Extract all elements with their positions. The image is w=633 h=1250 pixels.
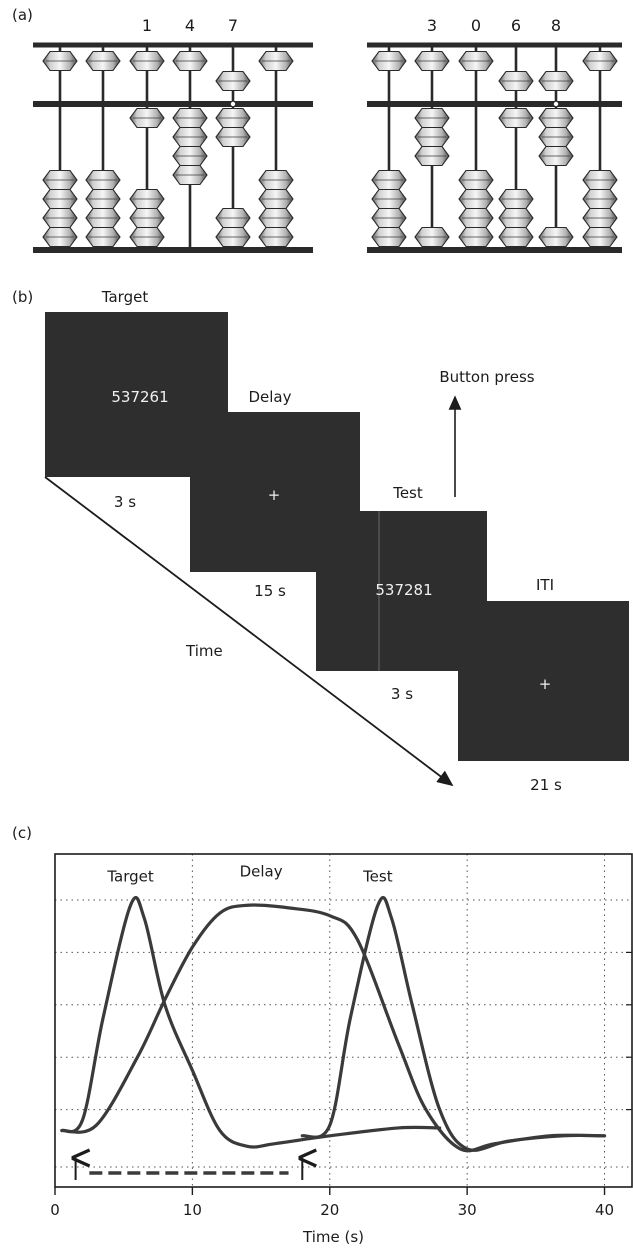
target-stimulus: 537261 (111, 388, 168, 406)
x-tick-label: 20 (320, 1201, 339, 1219)
chart-markers (76, 1158, 303, 1180)
iti-duration: 21 s (530, 776, 562, 794)
delay-duration: 15 s (254, 582, 286, 600)
abacus-figure: 1 4 7 3 0 6 8 (33, 16, 622, 253)
series-label-test: Test (362, 868, 393, 886)
iti-screen (458, 601, 629, 761)
target-duration: 3 s (114, 493, 136, 511)
series-line-target (60, 896, 442, 1149)
x-tick-label: 40 (595, 1201, 614, 1219)
x-tick-label: 30 (458, 1201, 477, 1219)
panel-a-label: (a) (12, 6, 33, 24)
series-label-delay: Delay (240, 862, 283, 880)
iti-fixation: + (539, 675, 552, 693)
abacus-left-digit-1: 1 (142, 16, 152, 35)
abacus-right-digit-4: 8 (551, 16, 561, 35)
abacus-right-digit-2: 0 (471, 16, 481, 35)
abacus-left-digit-2: 4 (185, 16, 195, 35)
abacus-left (33, 42, 313, 253)
button-press-label: Button press (439, 368, 534, 386)
x-tick-label: 10 (183, 1201, 202, 1219)
time-arrow (44, 476, 454, 787)
chart-grid (55, 854, 632, 1187)
abacus-right-digit-3: 6 (511, 16, 521, 35)
delay-title: Delay (248, 388, 291, 406)
abacus-right-digit-1: 3 (427, 16, 437, 35)
test-stimulus: 537281 (375, 581, 432, 599)
abacus-left-digit-3: 7 (228, 16, 238, 35)
iti-title: ITI (536, 576, 554, 594)
frame-top (33, 42, 313, 48)
test-title: Test (392, 484, 423, 502)
unit-dot (553, 101, 559, 107)
target-title: Target (101, 288, 149, 306)
unit-dot (230, 101, 236, 107)
chart-axes (54, 853, 633, 1195)
chart-lines (60, 896, 607, 1153)
abacus-right (367, 42, 622, 253)
series-line-test (300, 896, 607, 1152)
time-label: Time (185, 642, 223, 660)
frame-bottom (33, 247, 313, 253)
panel-b-label: (b) (12, 288, 34, 306)
frame-middle (367, 101, 622, 107)
x-tick-label: 0 (50, 1201, 60, 1219)
delay-fixation: + (268, 486, 281, 504)
series-label-target: Target (106, 868, 154, 886)
frame-bottom (367, 247, 622, 253)
x-axis-label: Time (s) (302, 1228, 364, 1246)
frame-top (367, 42, 622, 48)
frame-middle (33, 101, 313, 107)
test-duration: 3 s (391, 685, 413, 703)
panel-c-label: (c) (12, 824, 32, 842)
task-timeline: Time Target 537261 3 s Delay + 15 s Butt… (44, 288, 629, 794)
plot-frame (54, 853, 633, 1188)
